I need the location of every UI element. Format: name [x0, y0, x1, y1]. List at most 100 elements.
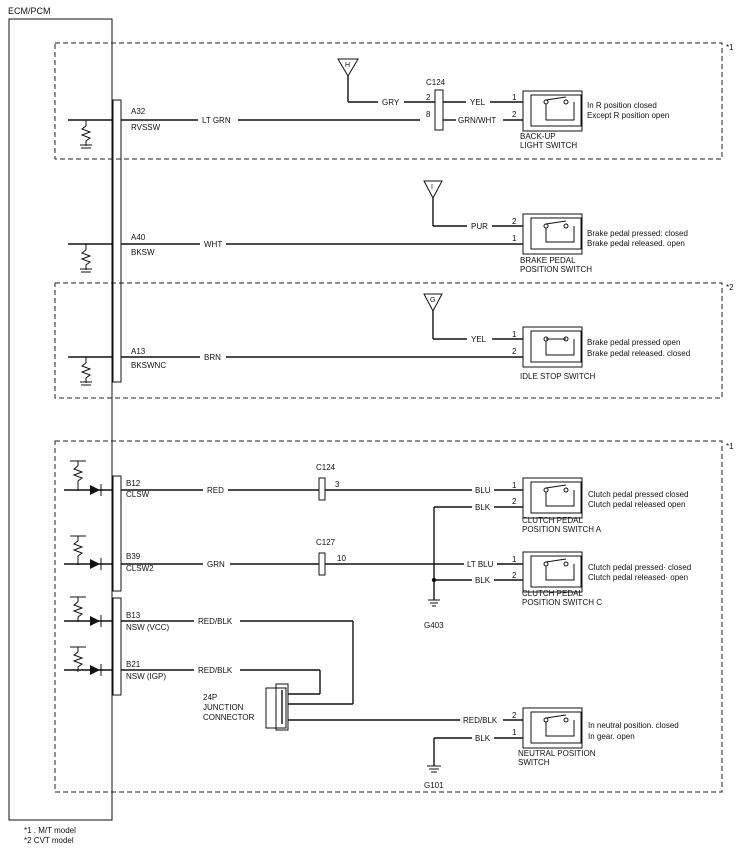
idle-stop-switch-symbol [522, 326, 583, 368]
ground-label: G101 [424, 781, 444, 790]
switch-state: Clutch pedal pressed· closed [588, 563, 691, 572]
switch-name: POSITION SWITCH A [522, 525, 602, 534]
switch-name: LIGHT SWITCH [520, 141, 577, 150]
wire-color-label: RED/BLK [198, 666, 233, 675]
switch-pin: 1 [512, 481, 517, 490]
signal-label: CLSW2 [126, 564, 154, 573]
signal-label: RVSSW [131, 123, 161, 132]
input-circuit-nsw-igp [64, 646, 113, 676]
wire-color-label: BRN [204, 353, 221, 362]
power-source-triangle [423, 180, 443, 200]
switch-name: POSITION SWITCH C [522, 598, 602, 607]
switch-pin: 2 [512, 497, 517, 506]
junction-label: CONNECTOR [203, 713, 255, 722]
power-source-triangle [423, 293, 443, 313]
switch-state: Brake pedal released. closed [587, 349, 690, 358]
neutral-switch-symbol [522, 707, 583, 749]
option-mark-2: *2 [726, 283, 734, 292]
ecm-connector-b2 [112, 597, 122, 696]
signal-label: NSW (IGP) [126, 672, 166, 681]
switch-state: Clutch pedal pressed closed [588, 490, 689, 499]
clutch-switch-a-symbol [522, 477, 583, 519]
switch-name: IDLE STOP SWITCH [520, 372, 595, 381]
input-circuit-brake [68, 243, 113, 273]
connector-pin: 2 [426, 93, 431, 102]
input-circuit-clutch-c [64, 535, 113, 570]
input-circuit-clutch-a [64, 460, 113, 496]
wire-color-label: YEL [470, 98, 486, 107]
switch-pin: 2 [512, 347, 517, 356]
switch-pin: 1 [512, 234, 517, 243]
pin-label: B39 [126, 552, 141, 561]
signal-label: BKSW [131, 248, 155, 257]
connector-pin: 10 [337, 554, 346, 563]
switch-pin: 1 [512, 330, 517, 339]
connector-label: C124 [316, 463, 336, 472]
signal-label: NSW (VCC) [126, 623, 169, 632]
switch-name: BRAKE PEDAL [520, 256, 576, 265]
pin-label: A40 [131, 233, 146, 242]
signal-label: CLSW [126, 490, 150, 499]
wire-color-label: LT GRN [202, 116, 231, 125]
pin-label: B12 [126, 479, 141, 488]
wire-color-label: GRY [382, 98, 400, 107]
pin-label: B21 [126, 660, 141, 669]
switch-pin: 1 [512, 93, 517, 102]
connector-pin: 8 [426, 110, 431, 119]
power-source-label: G [430, 297, 435, 304]
switch-state: In neutral position. closed [588, 721, 679, 730]
wire-color-label: RED/BLK [198, 617, 233, 626]
wire-color-label: BLK [475, 503, 491, 512]
pin-label: B13 [126, 611, 141, 620]
wire-color-label: GRN/WHT [458, 116, 496, 125]
switch-state: Brake pedal pressed: closed [587, 229, 688, 238]
power-source-triangle [337, 58, 359, 77]
wire-color-label: BLU [475, 486, 491, 495]
pin-label: A32 [131, 107, 146, 116]
switch-state: Except R position open [587, 111, 669, 120]
connector-block [318, 552, 326, 576]
switch-name: POSITION SWITCH [520, 265, 592, 274]
junction-label: 24P [203, 693, 217, 702]
switch-state: In gear. open [588, 732, 635, 741]
connector-label: C124 [426, 78, 446, 87]
power-source-label: I [431, 184, 433, 191]
wire-color-label: GRN [207, 560, 225, 569]
switch-name: SWITCH [518, 758, 550, 767]
switch-state: In R position closed [587, 101, 657, 110]
switch-pin: 1 [512, 728, 517, 737]
input-circuit-nsw-vcc [64, 596, 113, 627]
wire-color-label: BLK [475, 576, 491, 585]
wire-color-label: YEL [471, 335, 487, 344]
option-box-clutch [54, 440, 723, 793]
wire-color-label: WHT [204, 240, 222, 249]
wire-color-label: LT BLU [467, 560, 494, 569]
option-mark-1: *1 [726, 43, 734, 52]
footnote: *1 . M/T model [24, 826, 76, 835]
option-mark-3: *1 [726, 442, 734, 451]
input-circuit-backup [68, 119, 113, 149]
switch-pin: 2 [512, 110, 517, 119]
connector-block [318, 477, 326, 501]
ground-label: G403 [424, 621, 444, 630]
switch-state: Clutch pedal released open [588, 500, 685, 509]
switch-pin: 2 [512, 711, 517, 720]
clutch-switch-c-symbol [522, 551, 583, 593]
signal-label: BKSWNC [131, 361, 166, 370]
switch-pin: 2 [512, 571, 517, 580]
ecm-box [8, 18, 113, 821]
junction-label: JUNCTION [203, 703, 244, 712]
wire-color-label: RED [207, 486, 224, 495]
switch-pin: 2 [512, 217, 517, 226]
ecm-title: ECM/PCM [8, 6, 51, 16]
ecm-connector-b1 [112, 475, 122, 592]
wire-color-label: PUR [471, 222, 488, 231]
switch-state: Clutch pedal released· open [588, 573, 688, 582]
option-box-idle [54, 282, 723, 399]
ground-g403-symbol [428, 507, 440, 607]
switch-name: BACK-UP [520, 132, 556, 141]
connector-block [434, 89, 444, 131]
brake-pedal-switch-symbol [522, 213, 583, 255]
